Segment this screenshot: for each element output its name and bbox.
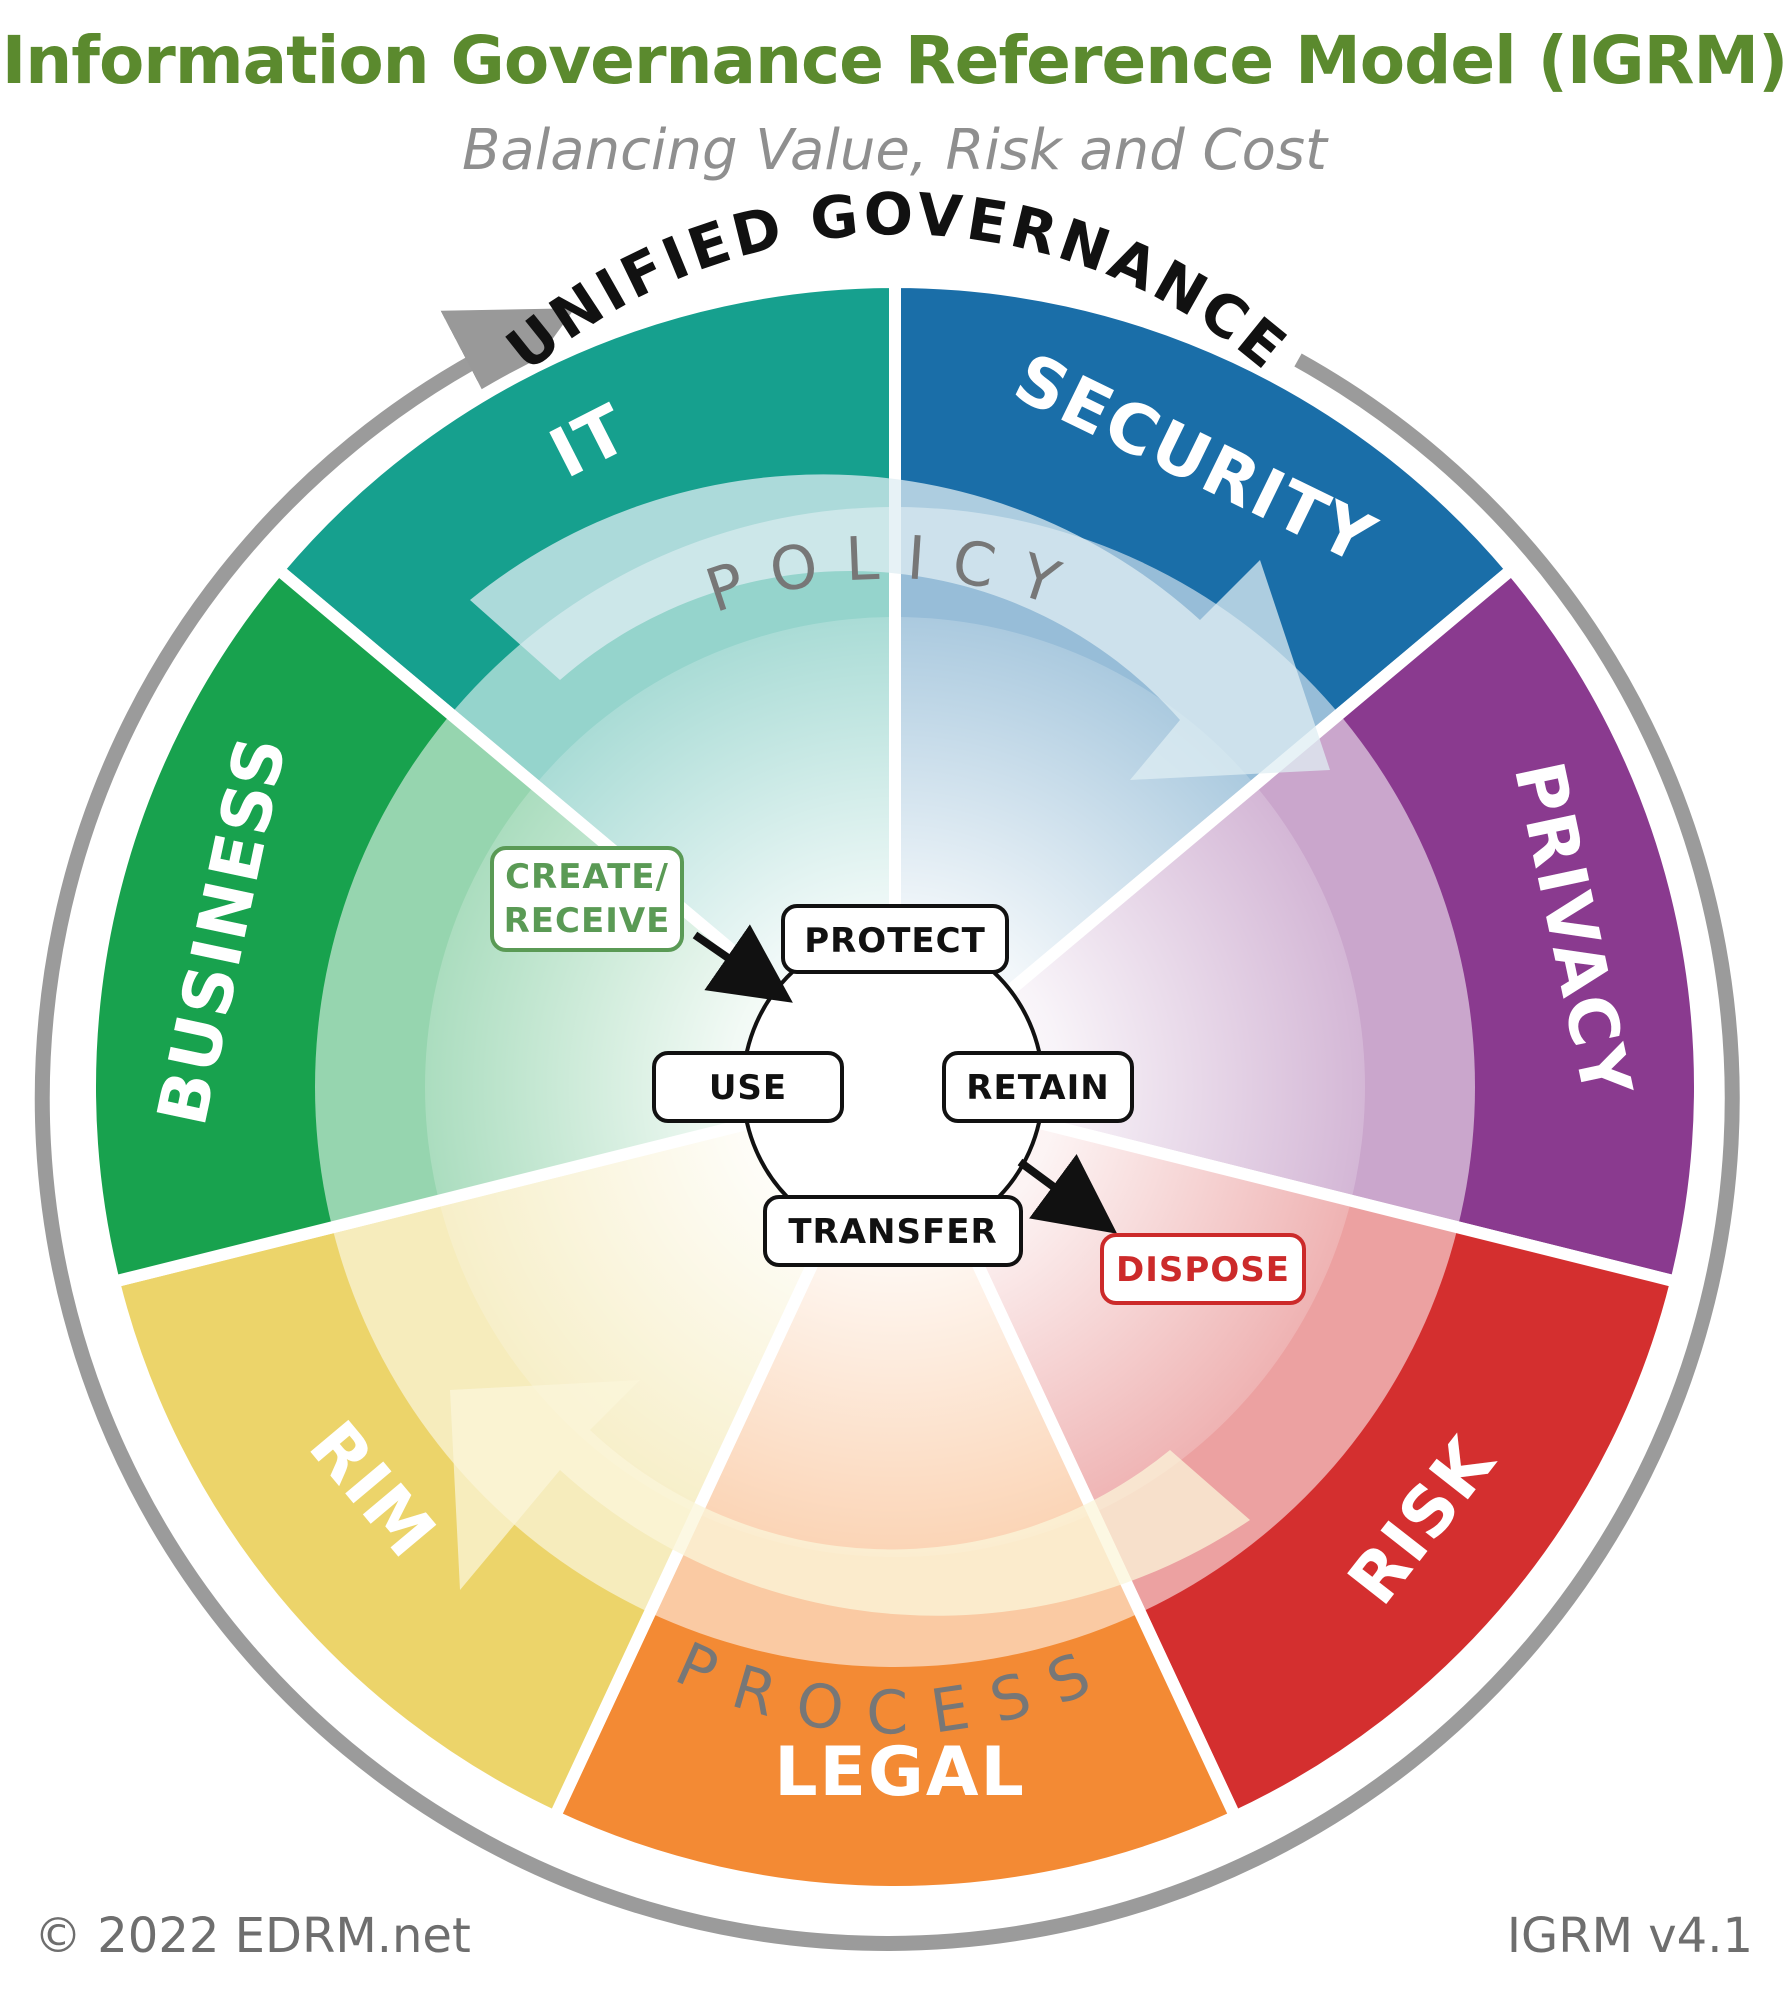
- process-arrow: [450, 1380, 1250, 1616]
- policy-arrow: [470, 474, 1330, 780]
- lifecycle: CREATE/ RECEIVE PROTECT USE RETAIN TRANS…: [490, 846, 1306, 1305]
- diagram-title: Information Governance Reference Model (…: [1, 22, 1789, 99]
- transfer-label: TRANSFER: [788, 1212, 997, 1252]
- create-arrow: [692, 924, 793, 1003]
- create-label: CREATE/: [505, 857, 669, 897]
- dispose-arrow: [1017, 1154, 1118, 1234]
- dispose-label: DISPOSE: [1116, 1250, 1290, 1290]
- diagram-subtitle: Balancing Value, Risk and Cost: [462, 118, 1327, 183]
- transfer-box: TRANSFER: [763, 1195, 1023, 1267]
- use-box: USE: [652, 1051, 844, 1123]
- use-label: USE: [709, 1068, 787, 1108]
- retain-label: RETAIN: [966, 1068, 1109, 1108]
- segment-label-legal: LEGAL: [774, 1733, 1026, 1812]
- receive-label: RECEIVE: [504, 901, 671, 941]
- create-receive-box: CREATE/ RECEIVE: [490, 846, 684, 952]
- protect-label: PROTECT: [804, 921, 986, 961]
- dispose-box: DISPOSE: [1100, 1233, 1306, 1305]
- copyright-text: © 2022 EDRM.net: [34, 1908, 471, 1964]
- retain-box: RETAIN: [942, 1051, 1134, 1123]
- outer-ring-arc: [34, 308, 1740, 1951]
- version-text: IGRM v4.1: [1506, 1908, 1753, 1964]
- protect-box: PROTECT: [781, 904, 1009, 974]
